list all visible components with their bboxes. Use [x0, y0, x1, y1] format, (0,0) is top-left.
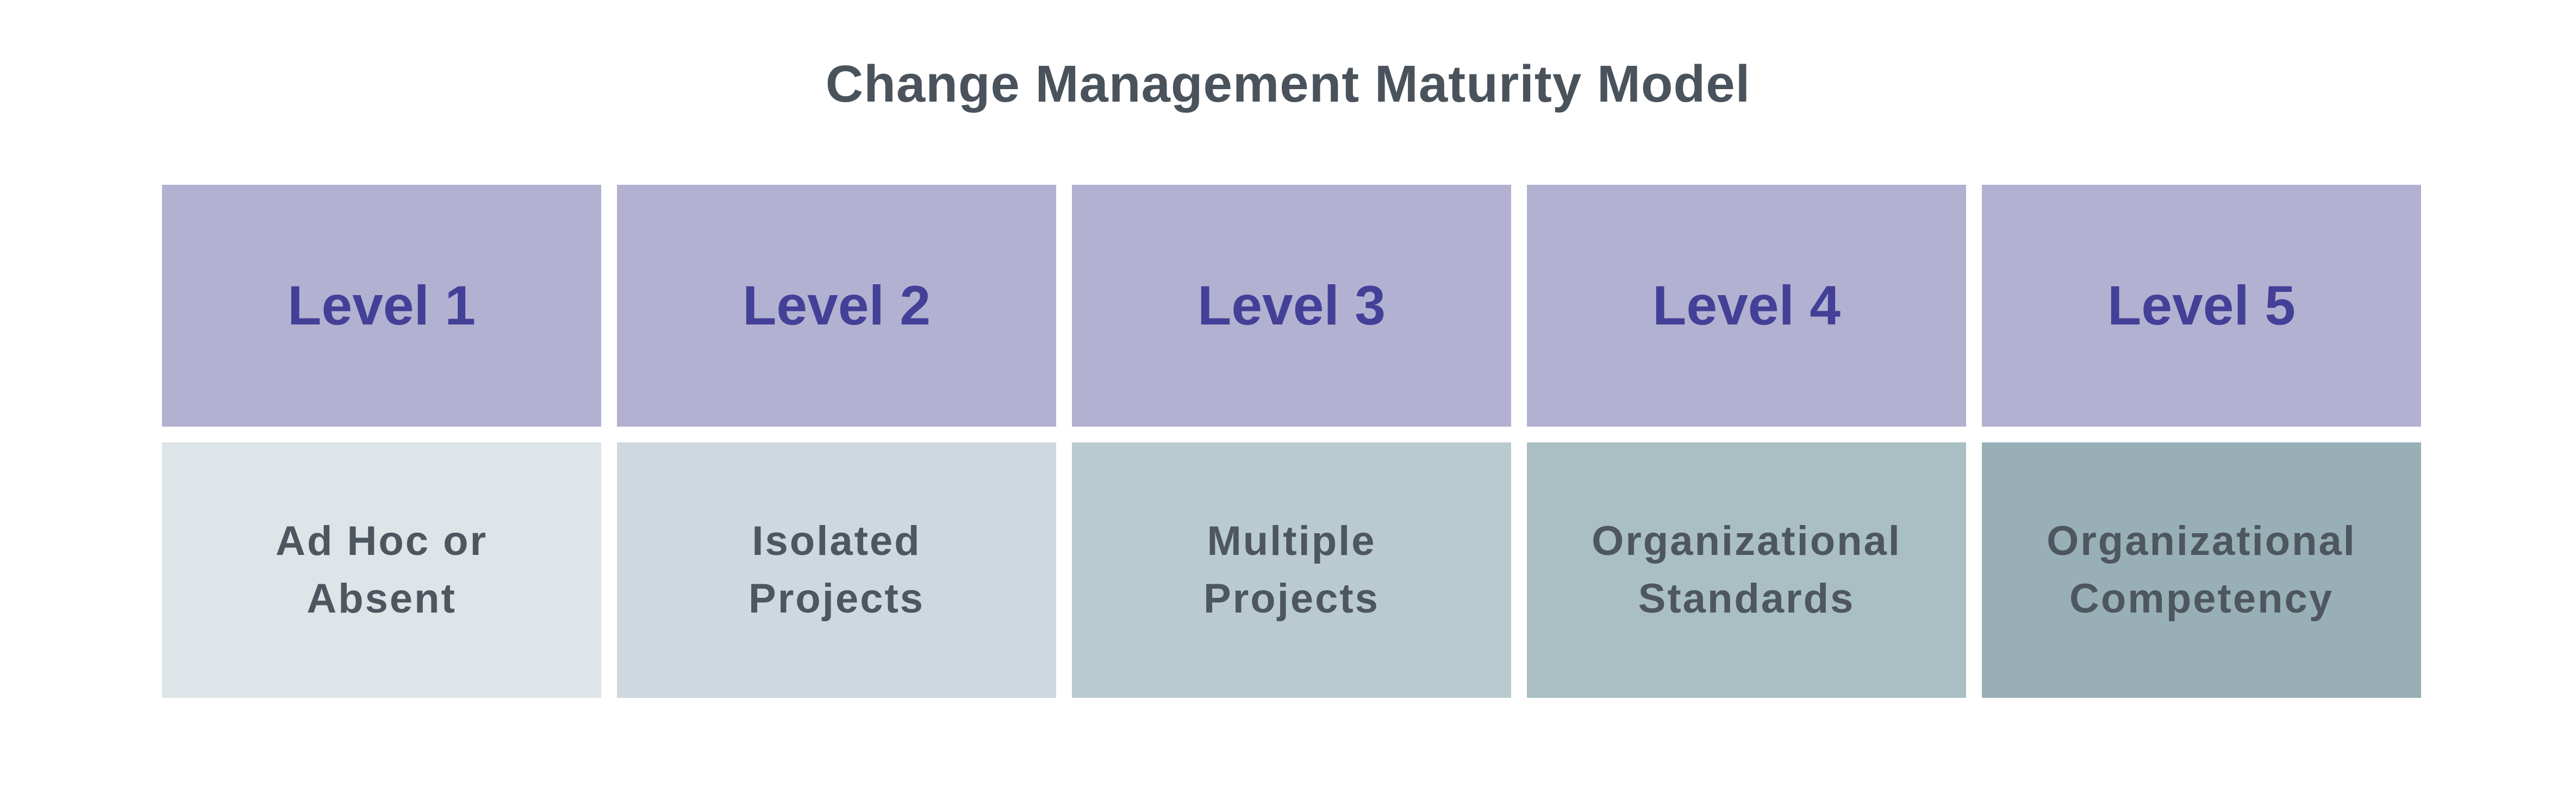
level-3-label: Level 3	[1197, 274, 1386, 336]
level-2-label: Level 2	[743, 274, 931, 336]
level-2-description-box: Isolated Projects	[617, 442, 1056, 698]
level-1-description-line-2: Absent	[307, 576, 457, 622]
level-5-description: Organizational Competency	[2047, 513, 2356, 628]
level-1-header: Level 1	[162, 185, 601, 427]
level-3-description-line-1: Multiple	[1207, 518, 1376, 564]
level-5-header: Level 5	[1982, 185, 2421, 427]
level-3-description-box: Multiple Projects	[1072, 442, 1511, 698]
level-1-description-line-1: Ad Hoc or	[275, 518, 488, 564]
level-2-description-line-2: Projects	[749, 576, 925, 622]
level-1-description-box: Ad Hoc or Absent	[162, 442, 601, 698]
level-1-description: Ad Hoc or Absent	[276, 513, 488, 628]
level-5-description-box: Organizational Competency	[1982, 442, 2421, 698]
level-3-header: Level 3	[1072, 185, 1511, 427]
level-5-label: Level 5	[2107, 274, 2296, 336]
level-4-description-line-2: Standards	[1638, 576, 1855, 622]
level-4-header: Level 4	[1527, 185, 1966, 427]
level-5-description-line-1: Organizational	[2047, 518, 2356, 564]
level-4-description-line-1: Organizational	[1592, 518, 1901, 564]
level-1-label: Level 1	[288, 274, 476, 336]
level-5-description-line-2: Competency	[2069, 576, 2334, 622]
maturity-grid: Level 1 Level 2 Level 3 Level 4 Level 5 …	[162, 185, 2422, 698]
level-2-description-line-1: Isolated	[752, 518, 921, 564]
level-3-description-line-2: Projects	[1203, 576, 1380, 622]
level-4-description: Organizational Standards	[1592, 513, 1901, 628]
level-4-description-box: Organizational Standards	[1527, 442, 1966, 698]
level-2-header: Level 2	[617, 185, 1056, 427]
diagram-title: Change Management Maturity Model	[825, 55, 1751, 113]
level-2-description: Isolated Projects	[749, 513, 925, 628]
level-3-description: Multiple Projects	[1203, 513, 1380, 628]
level-4-label: Level 4	[1652, 274, 1841, 336]
